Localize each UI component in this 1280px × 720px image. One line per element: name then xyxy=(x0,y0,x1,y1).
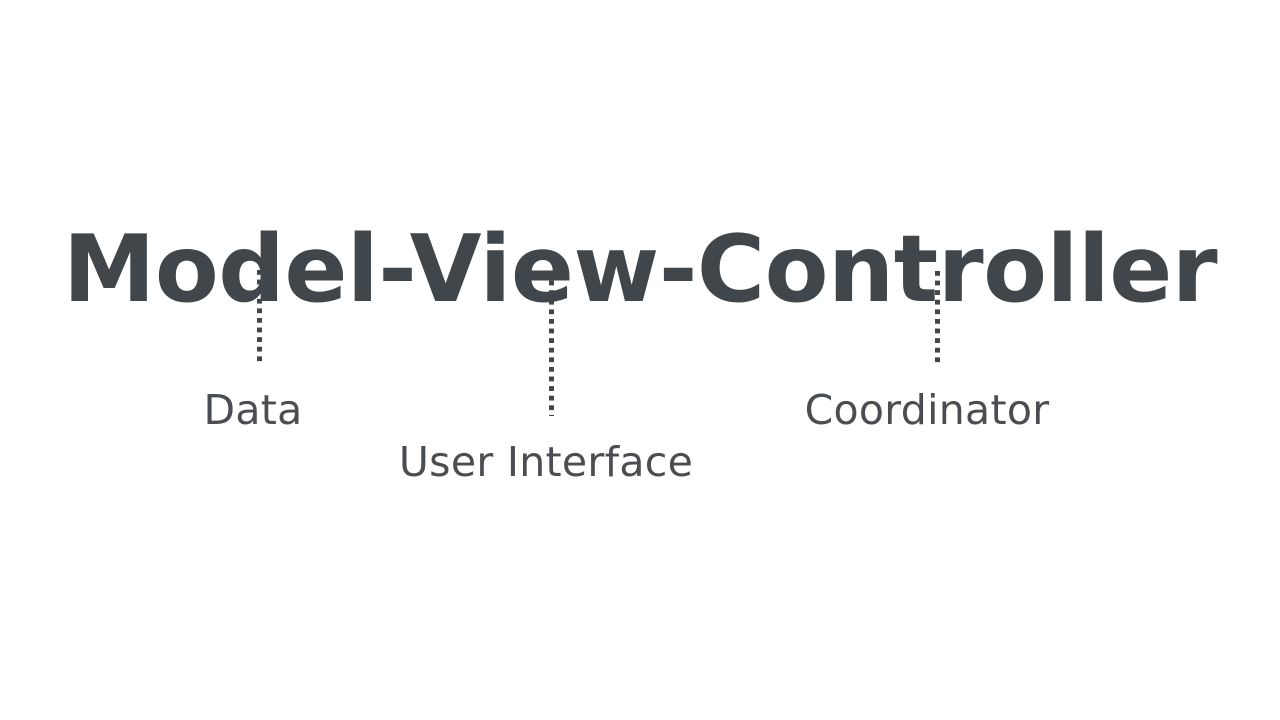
model-connector-line xyxy=(257,270,262,364)
controller-connector-line xyxy=(935,271,940,365)
model-caption: Data xyxy=(203,386,303,434)
view-connector-line xyxy=(549,271,554,416)
view-caption: User Interface xyxy=(398,438,694,486)
page-title: Model-View-Controller xyxy=(62,215,1218,324)
controller-caption: Coordinator xyxy=(804,386,1050,434)
